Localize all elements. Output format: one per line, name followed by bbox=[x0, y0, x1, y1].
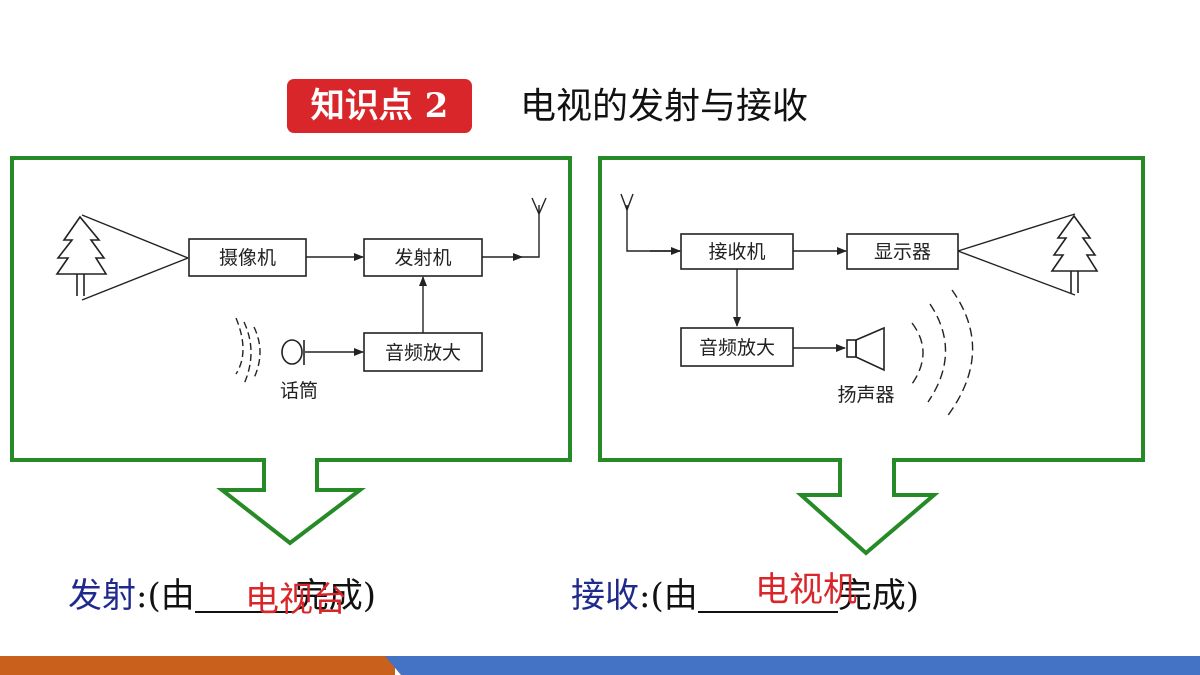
speaker-label: 扬声器 bbox=[837, 384, 894, 406]
transmit-frame bbox=[10, 156, 572, 546]
audio-amp-box-receive bbox=[680, 327, 794, 367]
transmitter-label: 发射机 bbox=[394, 247, 451, 269]
antenna-icon-transmit bbox=[520, 197, 547, 258]
camera-box bbox=[188, 238, 307, 277]
receive-keyword: 接收 bbox=[571, 576, 639, 616]
receive-answer: 电视机 bbox=[755, 570, 857, 610]
camera-label: 摄像机 bbox=[219, 247, 276, 269]
receive-caption-prefix: :(由 bbox=[639, 576, 698, 616]
antenna-icon-receive bbox=[620, 193, 680, 252]
audio-amp-label-transmit: 音频放大 bbox=[385, 342, 461, 364]
camera-view-cone bbox=[81, 214, 189, 301]
display-label: 显示器 bbox=[874, 241, 931, 263]
transmit-caption: 发射:(由 完成) bbox=[68, 568, 376, 617]
transmit-answer: 电视台 bbox=[245, 580, 347, 620]
transmit-caption-suffix: 完成) bbox=[294, 576, 376, 616]
speaker-icon bbox=[846, 326, 885, 372]
transmit-caption-prefix: :(由 bbox=[136, 576, 195, 616]
microphone-icon bbox=[281, 339, 305, 365]
receive-answer-blank bbox=[697, 581, 838, 613]
footer-bar-orange bbox=[0, 656, 395, 675]
receive-frame bbox=[598, 156, 1145, 556]
knowledge-point-badge: 知识点 2 bbox=[287, 79, 472, 133]
transmitter-box bbox=[363, 238, 483, 277]
audio-amp-label-receive: 音频放大 bbox=[699, 337, 775, 359]
microphone-label: 话筒 bbox=[280, 380, 318, 402]
receiver-label: 接收机 bbox=[708, 241, 765, 263]
display-view-cone bbox=[957, 213, 1076, 296]
page-title: 电视的发射与接收 bbox=[520, 86, 809, 127]
transmit-keyword: 发射 bbox=[68, 576, 136, 616]
receiver-box bbox=[680, 233, 794, 270]
transmit-answer-blank bbox=[194, 581, 295, 613]
display-box bbox=[846, 233, 959, 270]
audio-amp-box-transmit bbox=[363, 332, 483, 372]
tree-icon-left bbox=[55, 215, 108, 296]
sound-waves-mic bbox=[235, 317, 261, 385]
tree-icon-right bbox=[1050, 214, 1099, 293]
receive-caption-suffix: 完成) bbox=[837, 576, 919, 616]
sound-waves-speaker bbox=[911, 289, 974, 419]
receive-caption: 接收:(由 完成) bbox=[571, 568, 919, 617]
footer-bar-blue bbox=[385, 656, 1200, 675]
